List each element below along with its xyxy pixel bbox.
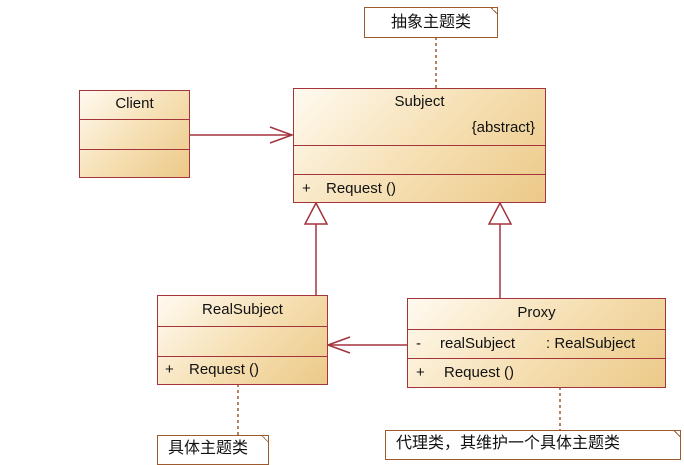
operation-row: + Request () [158, 356, 327, 384]
class-proxy[interactable]: Proxy - realSubject : RealSubject + Requ… [407, 298, 666, 388]
class-subject[interactable]: Subject {abstract} + Request () [293, 88, 546, 203]
operation-name: Request () [189, 361, 260, 378]
attributes-section [80, 119, 189, 149]
note-subject: 抽象主题类 [364, 7, 498, 38]
stereotype: {abstract} [471, 119, 535, 136]
class-name-section: Subject {abstract} [294, 89, 545, 145]
operations-section [80, 149, 189, 176]
attribute-row: - realSubject : RealSubject [408, 329, 665, 358]
visibility: + [165, 361, 174, 378]
generalization-proxy [487, 201, 513, 298]
hollow-triangle-arrowhead [303, 201, 329, 225]
open-arrowhead [269, 126, 295, 144]
class-name: RealSubject [202, 301, 283, 318]
class-name: Subject [394, 93, 445, 110]
visibility: + [302, 180, 311, 197]
operation-name: Request () [444, 364, 515, 381]
attributes-section [294, 145, 545, 174]
visibility: - [416, 335, 421, 352]
attributes-section [158, 326, 327, 356]
visibility: + [416, 364, 425, 381]
association-proxy-realsubject [325, 336, 407, 354]
generalization-realsubject [303, 201, 329, 295]
attribute-type: : RealSubject [546, 335, 636, 352]
association-client-subject [189, 126, 295, 144]
class-name: Proxy [517, 304, 556, 321]
class-client[interactable]: Client [79, 90, 190, 178]
open-arrowhead [325, 336, 351, 354]
note-proxy: 代理类，其维护一个具体主题类 [385, 430, 681, 460]
operation-row: + Request () [408, 358, 665, 386]
attribute-name: realSubject [440, 335, 516, 352]
operation-row: + Request () [294, 174, 545, 202]
operation-name: Request () [326, 180, 397, 197]
class-realsubject[interactable]: RealSubject + Request () [157, 295, 328, 385]
note-realsubject: 具体主题类 [157, 435, 269, 465]
connectors [189, 37, 561, 436]
hollow-triangle-arrowhead [487, 201, 513, 225]
class-name: Client [115, 95, 154, 112]
